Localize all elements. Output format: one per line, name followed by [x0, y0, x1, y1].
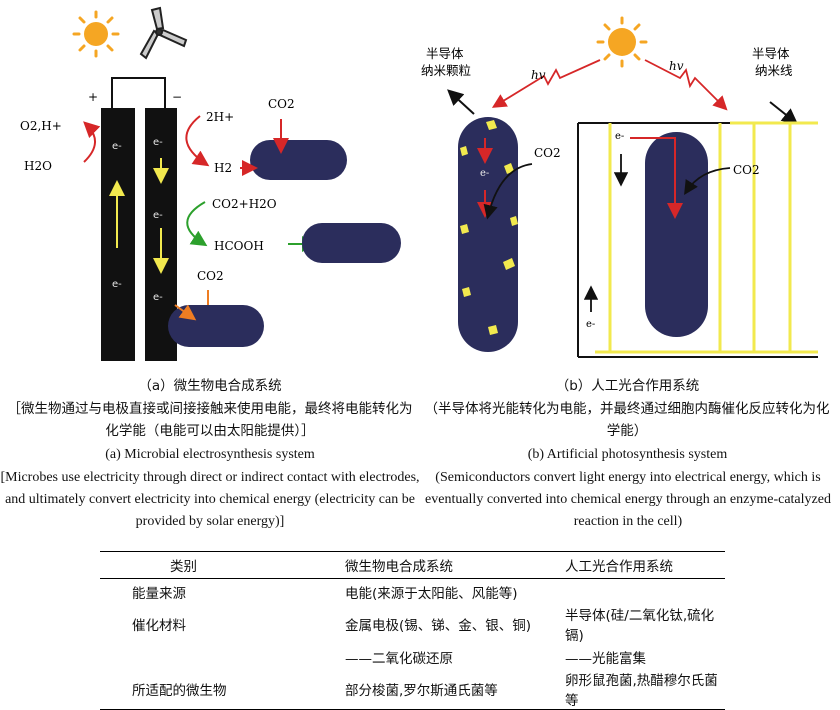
cathode-sign: − — [172, 90, 182, 104]
hv-label: hv — [531, 68, 546, 82]
direct-electron-arrow — [174, 304, 197, 321]
table-cell: 催化材料 — [132, 618, 186, 634]
table-row: 所适配的微生物 部分梭菌,罗尔斯通氏菌等 卵形鼠孢菌,热醋穆尔氏菌等 — [100, 669, 725, 710]
o2-label: O2,H+ — [20, 119, 62, 133]
electron-label: e- — [615, 131, 624, 142]
light-ray-arrow — [644, 59, 728, 111]
sun-icon-a — [72, 10, 120, 58]
table-row: 能量来源 电能(来源于太阳能、风能等) — [100, 579, 725, 605]
bacterium-cell — [458, 117, 518, 352]
table-cell: 所适配的微生物 — [100, 669, 345, 710]
electron-label: e- — [586, 319, 595, 330]
nanoparticles — [460, 120, 518, 335]
electron-label: e- — [153, 292, 163, 303]
formate-arrow — [186, 201, 208, 247]
microbe-cell — [302, 223, 401, 263]
table-cell — [565, 579, 725, 605]
header-mes: 微生物电合成系统 — [345, 551, 565, 579]
co2-label: CO2 — [268, 97, 295, 111]
electron-label: e- — [153, 210, 163, 221]
nanoparticle-label: 半导体纳米颗粒 — [421, 46, 471, 78]
light-ray-arrow — [491, 59, 601, 108]
co2-uptake-arrow — [684, 167, 731, 196]
h2-label: H2 — [214, 161, 232, 175]
table-cell: 半导体(硅/二氧化钛,硫化镉) — [565, 608, 715, 644]
pointer-arrow — [769, 101, 799, 125]
microbe-cell — [250, 140, 347, 180]
h2o-label: H2O — [24, 159, 52, 173]
table-row: 催化材料 金属电极(锡、锑、金、银、铜) 半导体(硅/二氧化钛,硫化镉) — [100, 604, 725, 644]
caption-b-en-desc: (Semiconductors convert light energy int… — [425, 470, 831, 529]
table-header-row: 类别 微生物电合成系统 人工光合作用系统 — [100, 551, 725, 579]
electron-label: e- — [153, 137, 163, 148]
caption-a-zh-title: （a）微生物电合成系统 — [138, 378, 282, 394]
table-cell — [100, 644, 345, 669]
nanowire-label: 半导体纳米线 — [752, 46, 793, 78]
caption-a-en-title: (a) Microbial electrosynthesis system — [105, 447, 315, 462]
comparison-table: 类别 微生物电合成系统 人工光合作用系统 能量来源 电能(来源于太阳能、风能等)… — [100, 551, 725, 710]
co2-label: CO2 — [733, 163, 760, 177]
wind-turbine-icon — [139, 6, 188, 60]
bacterium-cell — [645, 132, 708, 337]
table-cell: ——光能富集 — [565, 650, 646, 667]
caption-b-en-title: (b) Artificial photosynthesis system — [527, 447, 728, 462]
header-category: 类别 — [100, 551, 345, 579]
header-ap: 人工光合作用系统 — [565, 551, 725, 579]
co2-h2o-label: CO2+H2O — [212, 197, 277, 211]
figure-svg: + − e- e- e- e- e- O2,H+ H2O 2H+ H2 CO2 … — [20, 6, 818, 361]
caption-b-zh-title: （b）人工光合作用系统 — [555, 378, 700, 394]
electron-transfer-arrow — [630, 137, 683, 219]
hcooh-label: HCOOH — [214, 239, 264, 253]
table-cell: 能量来源 — [132, 585, 186, 602]
caption-a-en-desc: [Microbes use electricity through direct… — [0, 470, 420, 529]
anode-sign: + — [88, 90, 98, 104]
pointer-arrow — [447, 89, 475, 115]
electron-label: e- — [480, 168, 489, 179]
nanowire-array — [577, 121, 818, 358]
caption-b-zh-desc: （半导体将光能转化为电能，并最终通过细胞内酶催化反应转化为化学能） — [424, 401, 830, 439]
table-cell: 部分梭菌,罗尔斯通氏菌等 — [345, 669, 565, 710]
h2-arrow — [185, 115, 210, 167]
table-cell: ——二氧化碳还原 — [345, 650, 453, 667]
circuit-wire — [111, 77, 166, 108]
co2-label: CO2 — [534, 146, 561, 160]
table-row: ——二氧化碳还原 ——光能富集 — [100, 644, 725, 669]
h-plus-label: 2H+ — [206, 110, 234, 124]
hv-label: hv — [669, 59, 684, 73]
table-cell: 金属电极(锡、锑、金、银、铜) — [345, 618, 532, 634]
co2-label: CO2 — [197, 269, 224, 283]
table-cell: 卵形鼠孢菌,热醋穆尔氏菌等 — [565, 669, 725, 710]
electron-label: e- — [112, 141, 122, 152]
oxidation-arrow — [83, 121, 101, 163]
sun-icon-b — [596, 16, 648, 68]
caption-a-zh-desc: ［微生物通过与电极直接或间接接触来使用电能，最终将电能转化为化学能（电能可以由太… — [7, 401, 413, 439]
electron-label: e- — [112, 279, 122, 290]
table-cell: 电能(来源于太阳能、风能等) — [345, 585, 518, 602]
co2-uptake-arrow — [483, 163, 533, 220]
